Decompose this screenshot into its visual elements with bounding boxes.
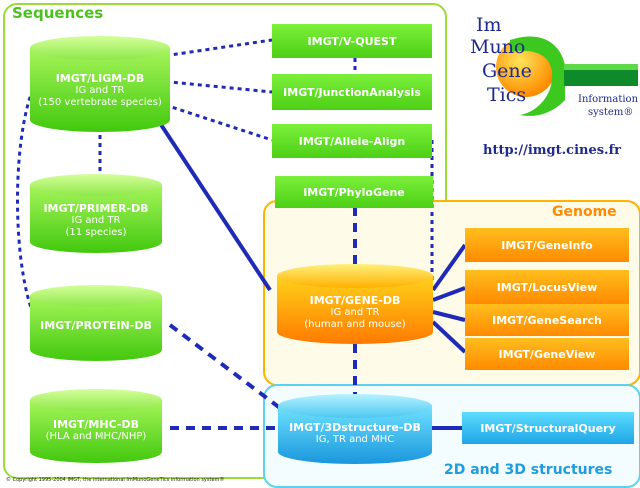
- protein-db-label[interactable]: IMGT/PROTEIN-DB: [30, 310, 162, 340]
- logo-info1: Information: [578, 94, 639, 105]
- geneinfo-button[interactable]: IMGT/GeneInfo: [465, 228, 629, 262]
- ligm-db-line1: IG and TR: [75, 84, 125, 96]
- gene-db-title: IMGT/GENE-DB: [309, 293, 401, 307]
- gene-db-cylinder: [277, 264, 433, 344]
- structuralquery-button[interactable]: IMGT/StructuralQuery: [462, 412, 634, 444]
- primer-db-cylinder: [30, 174, 162, 253]
- logo-im: Im: [476, 14, 502, 36]
- protein-db-title: IMGT/PROTEIN-DB: [40, 318, 152, 332]
- mhc-db-title: IMGT/MHC-DB: [53, 417, 139, 431]
- ligm-db-line2: (150 vertebrate species): [38, 96, 162, 108]
- 3dstructure-db-label[interactable]: IMGT/3Dstructure-DB IG, TR and MHC: [278, 418, 432, 448]
- gene-db-line1: IG and TR: [330, 306, 380, 318]
- allele-align-button[interactable]: IMGT/Allele-Align: [272, 124, 432, 158]
- junction-analysis-button[interactable]: IMGT/JunctionAnalysis: [272, 74, 432, 110]
- 3dstructure-db-title: IMGT/3Dstructure-DB: [289, 420, 421, 434]
- primer-db-label[interactable]: IMGT/PRIMER-DB IG and TR (11 species): [30, 198, 162, 242]
- 3dstructure-db-cylinder: [278, 394, 432, 464]
- gene-db-label[interactable]: IMGT/GENE-DB IG and TR (human and mouse): [277, 290, 433, 334]
- ligm-db-title: IMGT/LIGM-DB: [55, 71, 145, 85]
- genesearch-button[interactable]: IMGT/GeneSearch: [465, 304, 629, 336]
- locusview-button[interactable]: IMGT/LocusView: [465, 270, 629, 304]
- copyright-text: © Copyright 1995-2004 IMGT, the internat…: [6, 477, 225, 483]
- structures-title: 2D and 3D structures: [444, 462, 613, 478]
- primer-db-title: IMGT/PRIMER-DB: [43, 201, 149, 215]
- protein-db-cylinder: [30, 285, 162, 361]
- logo-muno: Muno: [470, 36, 526, 58]
- v-quest-button[interactable]: IMGT/V-QUEST: [272, 24, 432, 58]
- sequences-title: Sequences: [12, 4, 104, 22]
- imgt-logo-graphic: [496, 36, 638, 116]
- ligm-db-label[interactable]: IMGT/LIGM-DB IG and TR (150 vertebrate s…: [30, 66, 170, 114]
- dashed-links: [168, 207, 357, 430]
- genome-title: Genome: [552, 204, 617, 220]
- logo-info2: system®: [588, 107, 634, 118]
- primer-db-line1: IG and TR: [71, 214, 121, 226]
- mhc-db-line1: (HLA and MHC/NHP): [45, 430, 147, 442]
- gene-db-line2: (human and mouse): [304, 318, 406, 330]
- site-url-link[interactable]: http://imgt.cines.fr: [483, 143, 622, 158]
- mhc-db-label[interactable]: IMGT/MHC-DB (HLA and MHC/NHP): [30, 412, 162, 448]
- mhc-db-cylinder: [30, 389, 162, 463]
- phylogene-button[interactable]: IMGT/PhyloGene: [275, 176, 433, 208]
- logo-gene: Gene: [482, 60, 532, 82]
- primer-db-line2: (11 species): [65, 226, 127, 238]
- solid-links: [148, 106, 467, 430]
- logo-tics: Tics: [487, 84, 527, 106]
- geneview-button[interactable]: IMGT/GeneView: [465, 338, 629, 370]
- ligm-db-cylinder: [30, 36, 170, 132]
- 3dstructure-db-line1: IG, TR and MHC: [315, 433, 395, 445]
